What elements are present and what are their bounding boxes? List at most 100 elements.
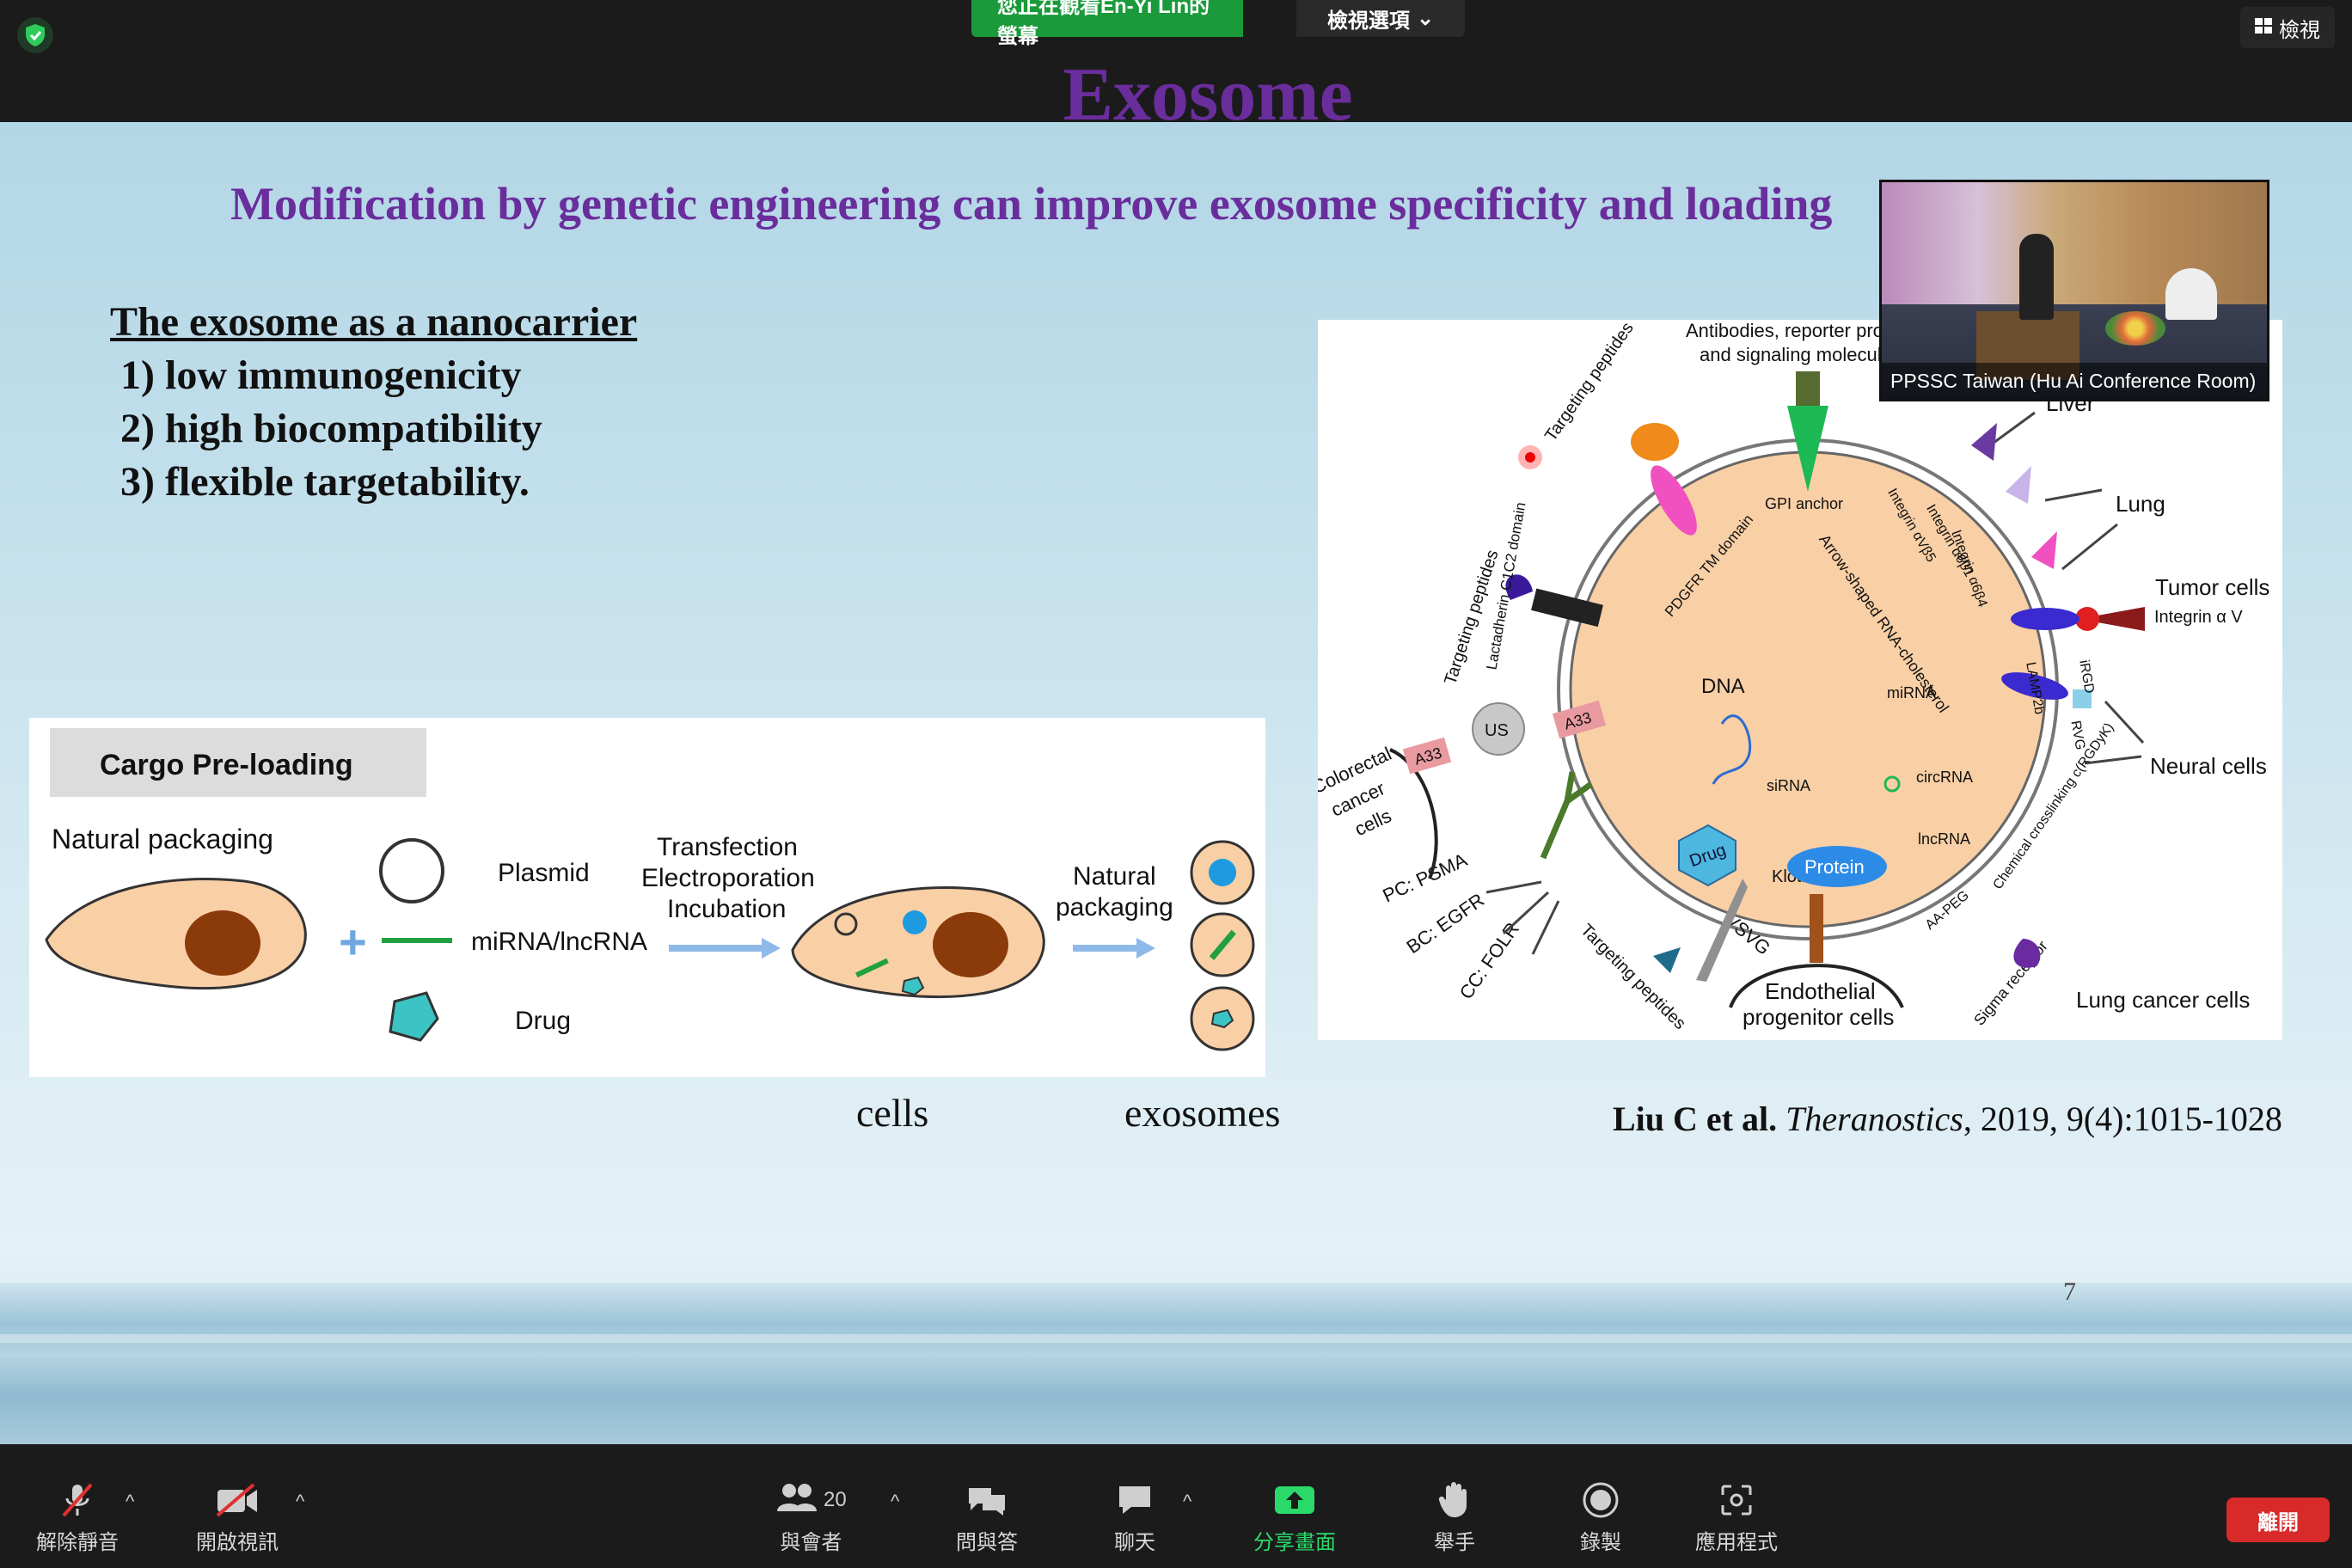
antibody-y: [1540, 771, 1594, 860]
participant-video-tile[interactable]: PPSSC Taiwan (Hu Ai Conference Room): [1879, 180, 2269, 401]
qa-label: 問與答: [956, 1531, 1018, 1554]
slide-title: Exosome: [1063, 53, 1353, 137]
rvg-label: RVG: [2067, 720, 2087, 751]
targeting-peptides-top: Targeting peptides: [1541, 320, 1638, 444]
participants-button[interactable]: 20 與會者: [775, 1479, 847, 1555]
targeting-peptide-left-icon: [1505, 574, 1533, 600]
start-video-label: 開啟視訊: [196, 1531, 279, 1554]
participants-icon-wrap: 20: [775, 1479, 847, 1522]
raise-hand-icon: [1437, 1479, 1472, 1522]
endothelial-label-line2: progenitor cells: [1743, 1004, 1894, 1030]
integrin-avb5-marker: [1971, 423, 1997, 461]
raise-hand-button[interactable]: 舉手: [1434, 1479, 1475, 1555]
participants-options-caret-icon[interactable]: ^: [891, 1491, 900, 1512]
lung-arrow-2: [2061, 523, 2118, 571]
record-button[interactable]: 錄製: [1580, 1479, 1621, 1555]
cells-label: cells: [856, 1091, 929, 1135]
lamp2b-rvg-protein: [2001, 672, 2068, 700]
mirna-in-cell: [855, 958, 889, 978]
plasmid-label: Plasmid: [498, 859, 590, 887]
citation-author: Liu C et al.: [1613, 1099, 1778, 1138]
viewing-share-banner: 您正在觀看En-Yi Lin的螢幕: [971, 0, 1243, 48]
targeting-peptide-top-icon: [1631, 423, 1679, 461]
view-button-label: 檢視: [2279, 18, 2320, 42]
nanocarrier-heading: The exosome as a nanocarrier: [110, 299, 638, 345]
cargo-heading: Cargo Pre-loading: [100, 749, 353, 781]
circrna-label: circRNA: [1916, 769, 1973, 786]
video-speaker: [2019, 234, 2054, 320]
apps-icon: [1719, 1479, 1754, 1522]
video-participant: [2165, 268, 2217, 320]
irgd-ligand: [2075, 607, 2099, 631]
raise-hand-label: 舉手: [1434, 1531, 1475, 1554]
vsvg-peptide: [1653, 947, 1681, 973]
view-options-label: 檢視選項: [1326, 9, 1410, 33]
circrna-icon: [1883, 775, 1901, 793]
unmute-label: 解除靜音: [36, 1531, 119, 1554]
slide-subtitle: Modification by genetic engineering can …: [230, 178, 1833, 230]
microphone-muted-icon: [57, 1479, 98, 1522]
natural-packaging-label: Natural packaging: [52, 824, 273, 854]
integrin-av-marker: [2079, 607, 2145, 631]
drug-in-cell: [901, 976, 925, 996]
exosome-protein-cargo: [1209, 859, 1236, 886]
transfection-label: Transfection: [657, 833, 798, 861]
incubation-label: Incubation: [667, 895, 786, 923]
start-video-button[interactable]: 開啟視訊: [196, 1479, 279, 1555]
view-button[interactable]: 檢視: [2240, 7, 2335, 48]
us-label: US: [1485, 721, 1509, 740]
electroporation-label: Electroporation: [641, 864, 815, 892]
vsvg-arrow: [1696, 879, 1748, 982]
endothelial-label-line1: Endothelial: [1765, 978, 1876, 1004]
exosome-drug-cargo: [1210, 1008, 1234, 1029]
integrin-a6b4-marker: [2031, 531, 2057, 569]
record-icon: [1582, 1479, 1620, 1522]
protein-icon: [1787, 846, 1887, 887]
targeting-peptides-bottom: Targeting peptides: [1577, 921, 1689, 1033]
laser-pointer-dot: [1525, 452, 1535, 462]
lamp2b-protein: [2011, 608, 2079, 630]
apps-button[interactable]: 應用程式: [1695, 1479, 1778, 1555]
neural-arrow-2: [2084, 755, 2142, 765]
unmute-button[interactable]: 解除靜音: [36, 1479, 119, 1555]
participants-label: 與會者: [780, 1531, 842, 1554]
nanocarrier-item: 2) high biocompatibility: [120, 406, 542, 451]
chevron-down-icon: ⌄: [1416, 7, 1435, 30]
chat-icon: [1116, 1479, 1154, 1522]
citation: Liu C et al. Theranostics, 2019, 9(4):10…: [1613, 1099, 2282, 1139]
endothelial-cell-outline: [1729, 964, 1904, 1008]
cc-folr-label: CC: FOLR: [1455, 918, 1523, 1002]
chat-button[interactable]: 聊天: [1114, 1479, 1155, 1555]
share-screen-label: 分享畫面: [1253, 1531, 1336, 1554]
grid-view-icon: [2255, 15, 2272, 40]
citation-details: , 2019, 9(4):1015-1028: [1963, 1099, 2282, 1138]
gpi-anchor-arrow: [1787, 406, 1828, 492]
laser-pointer: [1518, 445, 1542, 469]
cargo-preloading-figure: Cargo Pre-loading Natural packaging + Pl…: [29, 718, 1265, 1077]
neural-cells-label: Neural cells: [2150, 753, 2267, 779]
share-screen-button[interactable]: 分享畫面: [1253, 1479, 1336, 1555]
video-options-caret-icon[interactable]: ^: [296, 1491, 305, 1512]
leave-meeting-button[interactable]: 離開: [2226, 1498, 2330, 1542]
chat-options-caret-icon[interactable]: ^: [1183, 1491, 1192, 1512]
plasmid-in-cell: [834, 912, 858, 936]
audio-options-caret-icon[interactable]: ^: [126, 1491, 135, 1512]
neural-arrow: [2104, 700, 2145, 744]
klotho-protein: [1810, 894, 1823, 963]
lung-cancer-cells-label: Lung cancer cells: [2076, 987, 2250, 1013]
lung-label: Lung: [2116, 491, 2165, 517]
drug-label: Drug: [515, 1007, 571, 1035]
security-shield-icon[interactable]: [17, 17, 53, 53]
a33-antibody: [1552, 700, 1607, 739]
packaging-label: packaging: [1056, 893, 1173, 922]
natural-label: Natural: [1073, 862, 1156, 891]
camera-off-icon: [214, 1479, 260, 1522]
drug-icon: [1678, 824, 1736, 887]
a33-antigen: [1402, 737, 1452, 775]
sirna-label: siRNA: [1767, 777, 1810, 794]
view-options-menu[interactable]: 檢視選項 ⌄: [1296, 0, 1465, 37]
chat-label: 聊天: [1114, 1531, 1155, 1554]
qa-button[interactable]: 問與答: [956, 1479, 1018, 1555]
exosome-mirna-cargo: [1209, 929, 1236, 960]
mirna-icon: [382, 938, 452, 943]
